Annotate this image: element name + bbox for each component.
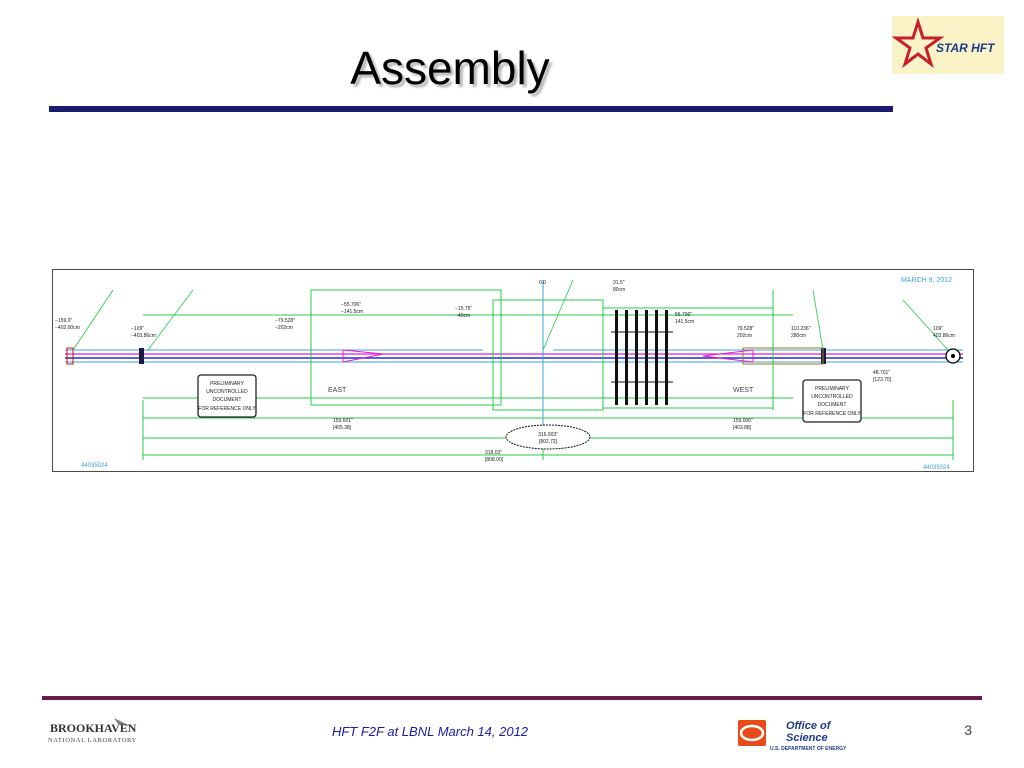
dim-right-4-cm: 280cm xyxy=(791,333,806,339)
span-center-metric: [802.72] xyxy=(539,439,558,445)
dim-right-small-cm: [123.70] xyxy=(873,377,892,383)
doe-office-of-science-logo: Office of Science U.S. DEPARTMENT OF ENE… xyxy=(736,716,856,752)
dim-right-1-cm: 80cm xyxy=(613,287,625,293)
dim-span-right-cm: [403.88] xyxy=(733,425,752,431)
dim-mid-left-1-in: −79.528" xyxy=(275,318,295,324)
dim-mid-left-1-cm: −202cm xyxy=(275,325,293,331)
footer-rule xyxy=(42,696,982,700)
brookhaven-sub: NATIONAL LABORATORY xyxy=(48,737,137,744)
dim-right-4-in: 110.236" xyxy=(791,326,811,332)
brookhaven-logo-svg: BROOKHAVEN NATIONAL LABORATORY xyxy=(48,718,137,744)
dim-span-left-cm: [405.38] xyxy=(333,425,352,431)
stamp-right-line-3: DOCUMENT xyxy=(818,402,847,408)
title-underline xyxy=(49,106,893,112)
star-icon: STAR HFT xyxy=(891,16,996,69)
dim-zero: 0.0 xyxy=(539,280,546,286)
dim-right-small-in: 48.701" xyxy=(873,370,890,376)
dim-right-2-in: 55.706" xyxy=(675,312,692,318)
dim-left-109-cm: −403.86cm xyxy=(131,333,156,339)
west-label: WEST xyxy=(733,387,754,394)
stamp-left-line-2: UNCONTROLLED xyxy=(206,389,248,395)
dim-right-1-in: 31.5" xyxy=(613,280,625,286)
star-hft-logo: STAR HFT xyxy=(891,16,1004,74)
drawing-date: MARCH 9, 2012 xyxy=(901,277,952,284)
dim-mid-left-3-cm: −40cm xyxy=(455,313,470,319)
dim-right-2-cm: 141.5cm xyxy=(675,319,694,325)
dim-right-109-cm: 403.86cm xyxy=(933,333,955,339)
stamp-right-line-1: PRELIMINARY xyxy=(815,386,849,392)
doe-sub: U.S. DEPARTMENT OF ENERGY xyxy=(770,746,847,752)
span-center-label: 316.003" xyxy=(538,432,558,438)
star-hft-logo-text: STAR HFT xyxy=(936,41,996,55)
stamp-left-line-3: DOCUMENT xyxy=(213,397,242,403)
dim-span-right-in: 159.006" xyxy=(733,418,753,424)
stamp-left-note: FOR REFERENCE ONLY xyxy=(198,406,256,412)
footer-text: HFT F2F at LBNL March 14, 2012 xyxy=(331,724,529,739)
east-label: EAST xyxy=(328,387,347,394)
drawing-number-left: 44035024 xyxy=(81,463,108,469)
slide-title: Assembly xyxy=(350,42,550,94)
stamp-left-line-1: PRELIMINARY xyxy=(210,381,244,387)
dim-left-outer-cm: −402.00cm xyxy=(55,325,80,331)
dim-span-left-in: 159.601" xyxy=(333,418,353,424)
page-number: 3 xyxy=(964,722,972,738)
dim-mid-left-2-cm: −141.5cm xyxy=(341,309,363,315)
brookhaven-logo: BROOKHAVEN NATIONAL LABORATORY xyxy=(46,716,164,748)
stamp-right-line-2: UNCONTROLLED xyxy=(811,394,853,400)
dim-mid-left-3-in: −15.75" xyxy=(455,306,472,312)
stamp-right-note: FOR REFERENCE ONLY xyxy=(803,411,861,417)
doe-logo-svg: Office of Science U.S. DEPARTMENT OF ENE… xyxy=(738,720,847,752)
dim-right-109-in: 109" xyxy=(933,326,943,332)
dim-right-3-cm: 202cm xyxy=(737,333,752,339)
dim-span-total-cm: [808.00] xyxy=(485,457,504,463)
assembly-drawing-svg: PRELIMINARY UNCONTROLLED DOCUMENT FOR RE… xyxy=(55,277,963,471)
assembly-drawing: PRELIMINARY UNCONTROLLED DOCUMENT FOR RE… xyxy=(52,269,974,472)
dim-right-3-in: 79.528" xyxy=(737,326,754,332)
dim-left-outer-in: −159.0" xyxy=(55,318,72,324)
dim-mid-left-2-in: −55.706" xyxy=(341,302,361,308)
dim-left-109-in: −109" xyxy=(131,326,144,332)
doe-line-2: Science xyxy=(786,732,828,744)
drawing-number-right: 44035024 xyxy=(923,465,950,471)
dim-span-total-in: 318.03" xyxy=(485,450,502,456)
brookhaven-name: BROOKHAVEN xyxy=(50,721,137,735)
doe-line-1: Office of xyxy=(786,720,832,732)
